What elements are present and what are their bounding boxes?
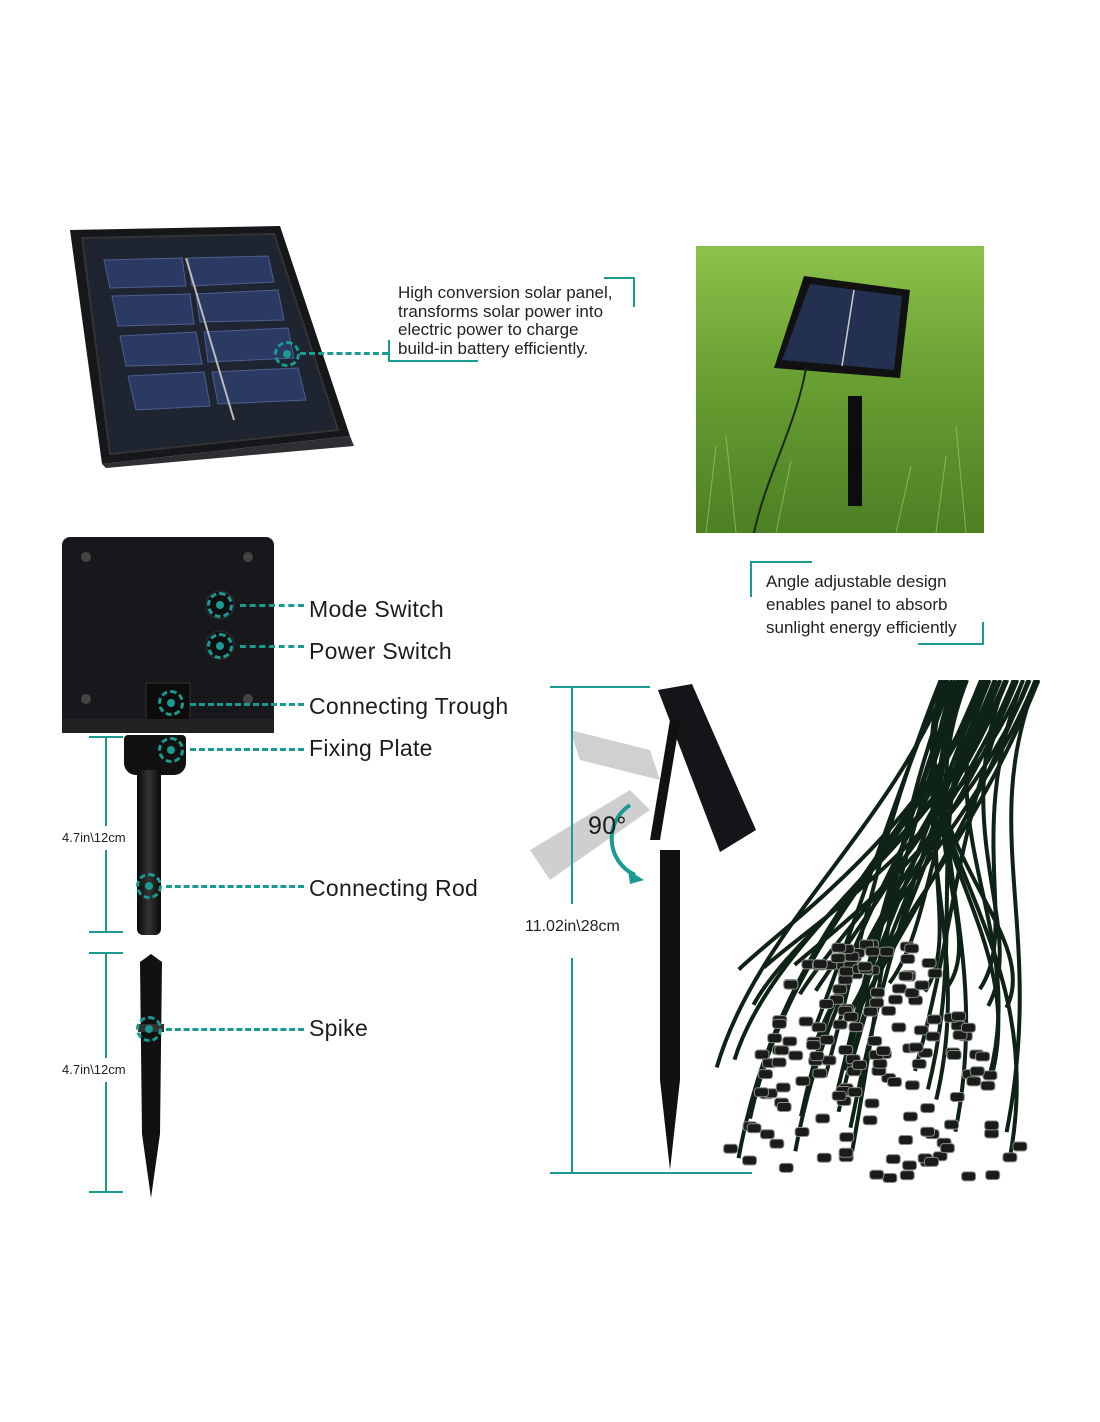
bracket xyxy=(750,561,812,563)
text-line: enables panel to absorb xyxy=(766,595,948,614)
connecting-rod-leader xyxy=(166,885,304,888)
tilted-panel-image xyxy=(520,680,760,1180)
text-line: sunlight energy efficiently xyxy=(766,618,957,637)
dimension-line xyxy=(550,686,650,688)
solar-panel-leader xyxy=(300,352,388,355)
angle-description: Angle adjustable design enables panel to… xyxy=(766,570,957,639)
connecting-rod-marker xyxy=(136,873,162,899)
connecting-rod-label: Connecting Rod xyxy=(309,875,479,901)
mode-switch-label: Mode Switch xyxy=(309,596,444,622)
grass-photo xyxy=(696,246,984,533)
bracket xyxy=(388,360,478,362)
spike-marker xyxy=(136,1016,162,1042)
solar-panel-marker xyxy=(274,341,300,367)
rod-length-label: 4.7in\12cm xyxy=(62,830,126,845)
bracket xyxy=(388,340,390,362)
solar-panel-image xyxy=(62,224,354,468)
text-line: Angle adjustable design xyxy=(766,572,947,591)
mode-switch-marker xyxy=(207,592,233,618)
connecting-trough-label: Connecting Trough xyxy=(309,693,509,719)
connecting-trough-leader xyxy=(190,703,304,706)
dimension-line xyxy=(105,952,107,1058)
dimension-line xyxy=(105,1082,107,1192)
text-line: build-in battery efficiently. xyxy=(398,338,589,358)
total-height-label: 11.02in\28cm xyxy=(525,918,620,935)
spike-leader xyxy=(166,1028,304,1031)
dimension-line xyxy=(89,1191,123,1193)
connecting-rod-image xyxy=(137,770,161,935)
bracket xyxy=(982,622,984,645)
power-switch-leader xyxy=(240,645,304,648)
fixing-plate-leader xyxy=(190,748,304,751)
dimension-line xyxy=(571,958,573,1174)
mode-switch-leader xyxy=(240,604,304,607)
spike-image xyxy=(138,954,164,1198)
spike-length-label: 4.7in\12cm xyxy=(62,1062,126,1077)
text-line: electric power to charge xyxy=(398,320,579,339)
power-switch-label: Power Switch xyxy=(309,638,452,664)
dimension-line xyxy=(550,1172,752,1174)
spike-label: Spike xyxy=(309,1015,369,1041)
bracket xyxy=(604,277,635,279)
rotation-label: 90° xyxy=(588,812,627,840)
fixing-plate-label: Fixing Plate xyxy=(309,735,433,761)
text-line: transforms solar power into xyxy=(398,301,604,321)
fixing-plate-marker xyxy=(158,737,184,763)
dimension-line xyxy=(105,850,107,932)
led-string-lights-image xyxy=(690,679,1041,1200)
power-switch-marker xyxy=(207,633,233,659)
bracket xyxy=(633,277,635,307)
dimension-line xyxy=(105,736,107,826)
dimension-line xyxy=(571,686,573,904)
text-line: High conversion solar panel, xyxy=(398,283,613,302)
solar-panel-description: High conversion solar panel, transforms … xyxy=(398,283,613,358)
connecting-trough-marker xyxy=(158,690,184,716)
dimension-line xyxy=(89,931,123,933)
bracket xyxy=(918,643,984,645)
bracket xyxy=(750,561,752,597)
